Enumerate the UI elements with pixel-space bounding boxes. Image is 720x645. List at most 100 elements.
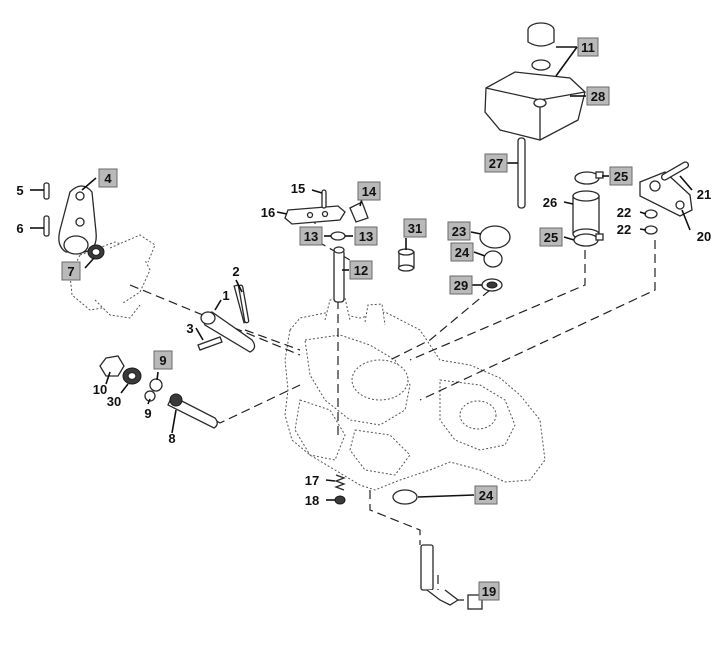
svg-text:7: 7 [67,264,74,279]
pin-5-part [43,182,50,200]
callout-label-14: 14 [357,181,381,201]
washer-13-part [330,231,346,241]
callout-label-4: 4 [98,168,118,188]
shaft-8-part [167,393,218,429]
lever-arm-part [58,185,97,255]
screw-18-part [334,495,346,505]
washer-22b-part [644,225,658,235]
callout-label-19: 19 [478,581,500,601]
pin-6-part [43,215,50,237]
filter-29-part [481,278,503,292]
callout-label-24b: 24 [474,485,498,505]
callout-label-16: 16 [261,205,275,220]
bushing-31-part [397,248,415,272]
pin-3-part [197,336,223,351]
callout-label-30: 30 [107,394,121,409]
callout-label-1: 1 [222,288,229,303]
callout-label-9a: 9 [153,350,173,370]
svg-text:18: 18 [305,493,319,508]
svg-text:16: 16 [261,205,275,220]
seal-24-lower-part [392,489,418,505]
callout-label-26: 26 [543,195,557,210]
pin-21-part [660,161,690,181]
callout-label-11: 11 [577,37,599,57]
rod-lower-part [420,544,460,606]
callout-label-25b: 25 [539,227,563,247]
plate-16-part [284,205,346,225]
svg-text:24: 24 [455,245,470,260]
cap-23-part [479,225,511,249]
svg-text:19: 19 [482,584,496,599]
svg-text:4: 4 [104,171,112,186]
washer-22a-part [644,209,658,219]
callout-label-8: 8 [168,431,175,446]
bracket-20-part [639,171,693,217]
svg-text:2: 2 [232,264,239,279]
callout-label-6: 6 [16,221,23,236]
pin-2-part [238,284,250,324]
svg-text:24: 24 [479,488,494,503]
callout-label-3: 3 [186,321,193,336]
svg-text:10: 10 [93,382,107,397]
callout-label-2: 2 [232,264,239,279]
transmission-housing [284,297,546,491]
callout-label-22b: 22 [617,222,631,237]
washer-9-part [149,378,163,392]
svg-text:26: 26 [543,195,557,210]
rod-12-part [333,246,345,303]
svg-text:14: 14 [362,184,377,199]
callout-label-18: 18 [305,493,319,508]
svg-text:31: 31 [408,221,422,236]
clamp-25-top-part [574,171,604,185]
seal-24-part [483,250,503,268]
svg-text:15: 15 [291,181,305,196]
svg-text:6: 6 [16,221,23,236]
cap-11-part [527,22,555,71]
callout-label-20: 20 [697,229,711,244]
svg-text:1: 1 [222,288,229,303]
ghost-linkage [69,234,156,319]
spring-17-part [334,474,346,491]
callout-label-17: 17 [305,473,319,488]
callout-label-29: 29 [449,275,473,295]
pin-15-part [321,189,327,209]
svg-text:20: 20 [697,229,711,244]
callout-label-27: 27 [484,153,508,173]
reservoir-28-part [484,71,586,141]
callout-label-21: 21 [697,187,711,202]
svg-text:27: 27 [489,156,503,171]
svg-text:17: 17 [305,473,319,488]
spring-pin-14-part [349,201,369,223]
svg-text:23: 23 [452,224,466,239]
svg-text:22: 22 [617,222,631,237]
callout-label-22a: 22 [617,205,631,220]
callout-label-23: 23 [447,221,471,241]
svg-text:11: 11 [581,40,595,55]
callout-label-7: 7 [61,261,81,281]
svg-text:30: 30 [107,394,121,409]
callout-label-31: 31 [403,218,427,238]
tube-27-part [517,137,526,209]
callout-label-28: 28 [586,86,610,106]
callout-label-13a: 13 [299,226,323,246]
callout-label-10: 10 [93,382,107,397]
svg-text:25: 25 [544,230,558,245]
callout-label-25a: 25 [609,166,633,186]
svg-text:5: 5 [16,183,23,198]
svg-text:8: 8 [168,431,175,446]
callout-label-24a: 24 [450,242,474,262]
callout-label-12: 12 [349,260,373,280]
callout-label-5: 5 [16,183,23,198]
svg-text:13: 13 [359,229,373,244]
callout-label-13b: 13 [354,226,378,246]
callout-label-9b: 9 [144,406,151,421]
hose-26-part [572,190,600,240]
clamp-25-bottom-part [573,233,604,247]
svg-text:22: 22 [617,205,631,220]
svg-text:9: 9 [159,353,166,368]
svg-text:3: 3 [186,321,193,336]
svg-text:9: 9 [144,406,151,421]
svg-text:25: 25 [614,169,628,184]
callout-label-15: 15 [291,181,305,196]
